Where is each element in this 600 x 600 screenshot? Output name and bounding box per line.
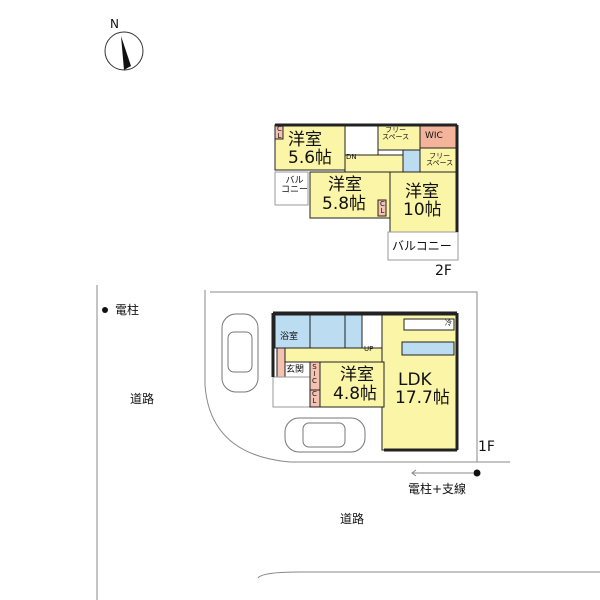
room-2f-2-size: 5.8帖	[322, 194, 367, 214]
stairs-up: UP	[364, 345, 374, 353]
floor-1-label: 1F	[478, 439, 495, 455]
wic-label: WIC	[425, 131, 443, 141]
room-1f-size: 4.8帖	[333, 384, 378, 404]
car-icon	[221, 313, 366, 453]
utility-pole-guy-marker	[473, 469, 481, 477]
closet-1: C L	[277, 125, 282, 140]
lot-boundary-back	[210, 291, 478, 462]
room-2f-1-name: 洋室	[288, 130, 322, 150]
fridge-label: 冷	[445, 319, 452, 327]
lot-boundary	[204, 290, 510, 463]
cl-label: C L	[312, 390, 317, 405]
ldk-size: 17.7帖	[395, 388, 450, 408]
utility-pole-left-label: 電柱	[115, 303, 140, 317]
balcony-small: バル コニー	[281, 176, 309, 195]
floor-2-label: 2F	[435, 263, 452, 279]
room-2f-3-size: 10帖	[403, 200, 442, 220]
room-2f-1-size: 5.6帖	[288, 148, 333, 168]
closet-2: C L	[380, 200, 385, 215]
room-1f-name: 洋室	[340, 365, 374, 385]
entrance-label: 玄関	[286, 365, 305, 375]
north-label: N	[110, 17, 119, 31]
bath-label: 浴室	[280, 332, 299, 342]
sic-label: S I C	[312, 363, 317, 385]
stairs-down: DN	[346, 153, 357, 161]
free-space-1: フリー スペース	[382, 126, 410, 141]
room-2f-2-name: 洋室	[328, 175, 362, 195]
room-2f-3-name: 洋室	[405, 182, 439, 202]
free-space-2: フリー スペース	[426, 152, 454, 167]
road-edge-bottom	[257, 571, 600, 579]
utility-pole-guy-label: 電柱+支線	[408, 482, 467, 496]
floor-2-plan	[274, 123, 459, 261]
ldk-name: LDK	[398, 370, 432, 390]
utility-pole-marker	[102, 307, 108, 313]
balcony-large: バルコニー	[392, 239, 452, 253]
floor-1-plan	[271, 311, 459, 452]
north-arrow-icon	[104, 31, 144, 71]
road-bottom-label: 道路	[340, 512, 365, 526]
road-left-label: 道路	[130, 392, 155, 406]
